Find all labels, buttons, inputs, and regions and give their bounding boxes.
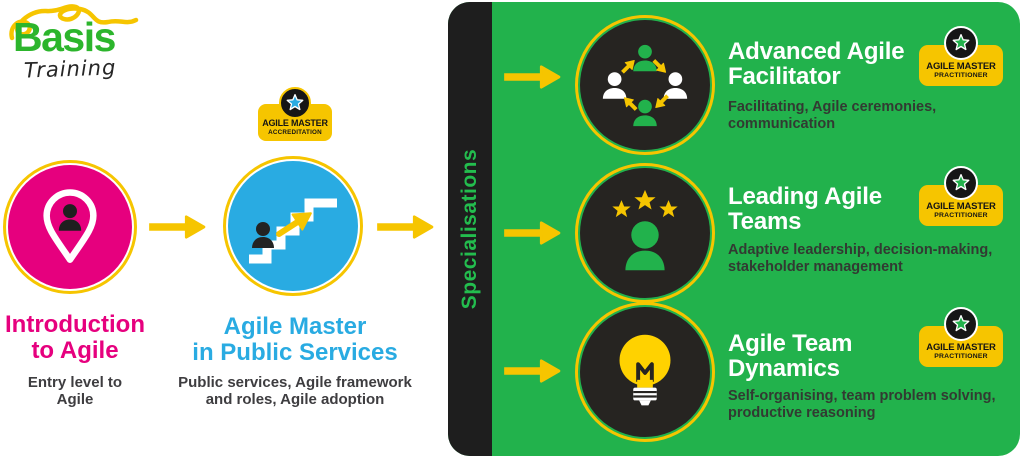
badge-line2: PRACTITIONER xyxy=(934,212,988,220)
star-icon xyxy=(952,315,970,332)
badge-circle xyxy=(279,87,311,119)
badge-circle xyxy=(944,166,978,200)
spec-arrow-icon xyxy=(504,221,561,245)
agile-master-course-title: Agile Master in Public Services xyxy=(192,313,398,366)
flow-arrow-icon xyxy=(377,215,434,239)
specialisations-label: Specialisations xyxy=(458,148,481,310)
star-icon xyxy=(952,34,970,51)
leading-teams-title: Leading Agile Teams xyxy=(728,183,882,236)
flow-arrow-icon xyxy=(149,215,206,239)
agile-master-practitioner-badge: AGILE MASTER PRACTITIONER xyxy=(919,26,1003,86)
intro-course-title: Introduction to Agile xyxy=(5,311,145,364)
badge-circle xyxy=(944,307,978,341)
agile-master-accreditation-badge: AGILE MASTER ACCREDITATION xyxy=(258,87,332,142)
logo-tagline: Training xyxy=(23,55,117,83)
team-dynamics-circle xyxy=(575,302,715,442)
specialisations-strip: Specialisations xyxy=(448,2,492,456)
spec-arrow-icon xyxy=(504,359,561,383)
facilitator-description: Facilitating, Agile ceremonies, communic… xyxy=(728,99,937,133)
facilitator-title: Advanced Agile Facilitator xyxy=(728,38,905,91)
badge-line2: PRACTITIONER xyxy=(934,72,988,80)
leading-teams-circle xyxy=(575,163,715,303)
leading-teams-description: Adaptive leadership, decision-making, st… xyxy=(728,242,993,276)
agile-master-practitioner-badge: AGILE MASTER PRACTITIONER xyxy=(919,307,1003,367)
agile-master-course-circle xyxy=(223,156,363,296)
agile-master-practitioner-badge: AGILE MASTER PRACTITIONER xyxy=(919,166,1003,226)
badge-line1: AGILE MASTER xyxy=(926,201,996,212)
logo-wordmark: Basis xyxy=(13,14,116,60)
logo-doodle-icon xyxy=(9,4,139,41)
spec-arrow-icon xyxy=(504,65,561,89)
career-stairs-icon xyxy=(249,198,337,264)
team-dynamics-title: Agile Team Dynamics xyxy=(728,330,853,383)
intro-course-description: Entry level to Agile xyxy=(27,374,123,409)
lightbulb-icon xyxy=(619,334,671,406)
intro-course-circle xyxy=(3,160,137,294)
badge-line2: PRACTITIONER xyxy=(934,353,988,361)
agile-master-course-description: Public services, Agile framework and rol… xyxy=(178,374,412,409)
team-dynamics-description: Self-organising, team problem solving, p… xyxy=(728,388,996,422)
team-communication-icon xyxy=(602,44,688,127)
badge-line2: ACCREDITATION xyxy=(268,128,322,136)
star-icon xyxy=(952,174,970,191)
location-pin-person-icon xyxy=(43,189,97,263)
badge-line1: AGILE MASTER xyxy=(926,61,996,72)
facilitator-circle xyxy=(575,15,715,155)
badge-line1: AGILE MASTER xyxy=(926,342,996,353)
badge-line1: AGILE MASTER xyxy=(262,118,328,128)
badge-circle xyxy=(944,26,978,60)
star-icon xyxy=(286,94,304,111)
leader-stars-icon xyxy=(612,189,678,271)
